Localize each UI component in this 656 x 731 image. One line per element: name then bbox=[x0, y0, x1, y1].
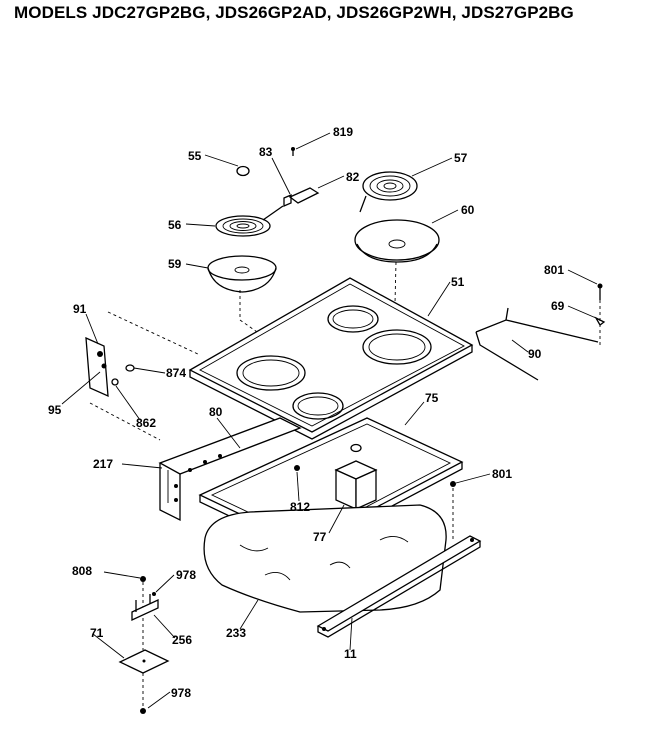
screw-862 bbox=[111, 378, 119, 386]
leader-lines bbox=[61, 132, 598, 709]
large-drip-bowl-60 bbox=[354, 219, 440, 263]
part-label-217: 217 bbox=[93, 457, 113, 471]
screw-978-bottom bbox=[140, 708, 146, 714]
part-label-95: 95 bbox=[48, 403, 62, 417]
part-label-77: 77 bbox=[313, 530, 327, 544]
large-surface-unit-57 bbox=[359, 171, 418, 213]
part-label-90: 90 bbox=[528, 347, 542, 361]
insulation-233 bbox=[203, 504, 447, 613]
part-label-256: 256 bbox=[172, 633, 192, 647]
screw-874 bbox=[125, 364, 135, 372]
part-label-812: 812 bbox=[290, 500, 310, 514]
bracket-256 bbox=[131, 592, 159, 622]
part-label-69: 69 bbox=[551, 299, 565, 313]
clip-69 bbox=[594, 300, 606, 345]
receptacle-82 bbox=[283, 187, 320, 207]
part-label-978-top: 978 bbox=[176, 568, 196, 582]
part-label-80: 80 bbox=[209, 405, 223, 419]
part-label-801-right: 801 bbox=[492, 467, 512, 481]
bracket-217 bbox=[158, 417, 302, 522]
small-surface-unit-56 bbox=[215, 205, 284, 237]
part-label-60: 60 bbox=[461, 203, 475, 217]
bracket-91 bbox=[85, 336, 109, 398]
screw-801-top bbox=[597, 283, 603, 300]
page-title: MODELS JDC27GP2BG, JDS26GP2AD, JDS26GP2W… bbox=[14, 3, 574, 22]
part-label-82: 82 bbox=[346, 170, 360, 184]
part-label-51: 51 bbox=[451, 275, 465, 289]
part-label-55: 55 bbox=[188, 149, 202, 163]
rod-90 bbox=[475, 307, 599, 381]
part-label-59: 59 bbox=[168, 257, 182, 271]
part-label-862: 862 bbox=[136, 416, 156, 430]
box-77 bbox=[334, 443, 378, 511]
screw-801-right bbox=[450, 481, 456, 540]
part-label-874: 874 bbox=[166, 366, 186, 380]
part-label-801-top: 801 bbox=[544, 263, 564, 277]
part-label-83: 83 bbox=[259, 145, 273, 159]
part-label-57: 57 bbox=[454, 151, 468, 165]
trim-11 bbox=[316, 535, 482, 638]
screw-819 bbox=[291, 147, 295, 156]
part-label-11: 11 bbox=[344, 647, 357, 661]
part-label-808: 808 bbox=[72, 564, 92, 578]
small-drip-bowl-59 bbox=[207, 255, 277, 293]
part-labels: 55 83 819 82 57 56 60 59 801 69 91 51 90… bbox=[48, 125, 565, 700]
part-label-75: 75 bbox=[425, 391, 439, 405]
part-label-56: 56 bbox=[168, 218, 182, 232]
plate-71 bbox=[118, 649, 170, 710]
screw-812 bbox=[294, 465, 300, 471]
part-label-819: 819 bbox=[333, 125, 353, 139]
main-top-51 bbox=[188, 277, 474, 440]
part-label-91: 91 bbox=[73, 302, 87, 316]
screw-808 bbox=[140, 576, 146, 650]
part-label-978-bottom: 978 bbox=[171, 686, 191, 700]
knob-55 bbox=[236, 165, 250, 177]
part-label-71: 71 bbox=[90, 626, 104, 640]
part-label-233: 233 bbox=[226, 626, 246, 640]
